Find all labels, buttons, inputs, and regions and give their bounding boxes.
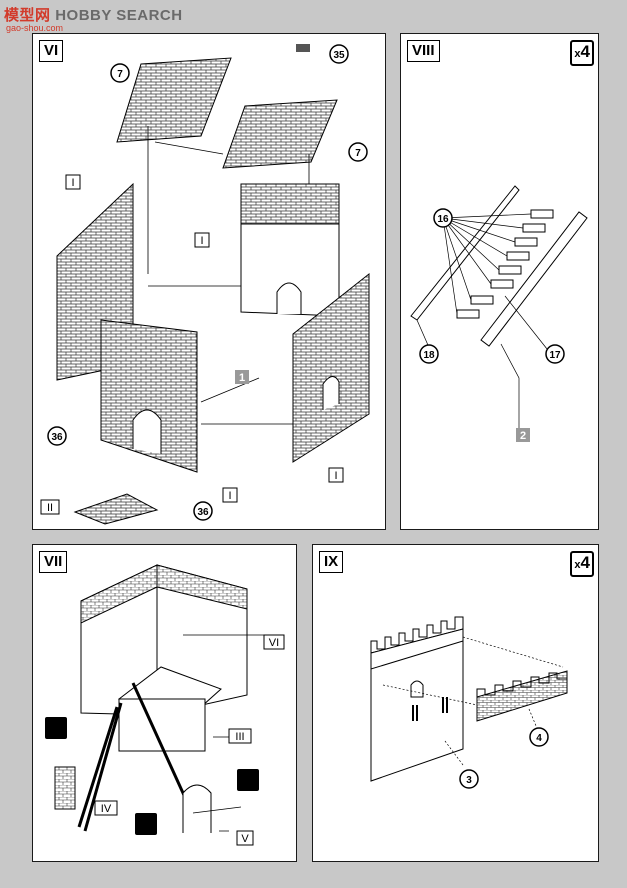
part-label-ii: II [40,499,60,515]
glue-icon-1 [45,717,67,739]
drawbridge [73,493,159,525]
callout-16: 16 [433,208,453,228]
part-label-i-a: I [65,174,81,190]
quantity-badge-viii: x4 [570,40,594,66]
sprue-label-2: 2 [516,428,530,442]
ladder-rungs [456,209,554,319]
step-label-viii: VIII [407,40,440,62]
step-label-vi: VI [39,40,64,62]
watermark: 模型网 HOBBY SEARCH [4,7,183,24]
svg-text:II: II [47,502,53,514]
svg-text:36: 36 [51,432,63,443]
svg-text:I: I [200,235,203,247]
interior-wall-panel [118,698,206,752]
panel-vii: VII VI III IV V [32,544,297,862]
glue-icon-2 [237,769,259,791]
svg-text:7: 7 [355,148,361,159]
callout-18: 18 [419,344,439,364]
sprue-label-1: 1 [235,370,249,384]
step-label-ix: IX [319,551,344,573]
svg-text:16: 16 [437,214,449,225]
svg-text:4: 4 [536,733,542,744]
svg-text:17: 17 [549,350,561,361]
svg-text:3: 3 [466,775,472,786]
roof-panel-right [222,99,338,169]
panel-ix: IX x4 4 3 [312,544,599,862]
svg-text:36: 36 [197,507,209,518]
watermark-url: gao-shou.com [6,23,64,33]
part-label-vi: VI [263,634,285,650]
wall-front [100,319,198,473]
roof-panel-left [116,57,232,143]
svg-text:I: I [334,470,337,482]
quantity-badge-ix: x4 [570,551,594,577]
castle-tower-assembly-diagram: 7 35 7 36 36 I I I I II 1 [40,44,370,525]
svg-text:2: 2 [520,430,526,442]
svg-text:1: 1 [239,372,245,384]
svg-text:VI: VI [269,637,279,649]
part-label-iv: IV [94,800,118,816]
wall-battlement-assembly-diagram: 4 3 [370,616,568,789]
part-label-i-d: I [328,467,344,483]
svg-text:7: 7 [117,69,123,80]
part-label-iii: III [228,728,252,744]
wall-right [292,272,370,463]
battlement-strip-4 [476,670,568,722]
callout-17: 17 [545,344,565,364]
svg-text:18: 18 [423,350,435,361]
callout-3: 3 [459,769,479,789]
small-part-35 [296,44,310,52]
part-label-i-b: I [194,232,210,248]
callout-36-b: 36 [193,501,213,521]
ladder-assembly-diagram: 16 18 17 2 [410,185,588,442]
svg-text:IV: IV [101,803,112,815]
part-label-v: V [236,830,254,846]
callout-35: 35 [329,44,349,64]
svg-text:III: III [235,731,244,743]
part-label-i-c: I [222,487,238,503]
svg-text:I: I [71,177,74,189]
ladder-rail-18 [410,185,520,321]
step-label-vii: VII [39,551,68,573]
panel-viii: VIII x4 16 18 17 2 [400,33,599,530]
callout-4: 4 [529,727,549,747]
callout-7-a: 7 [110,63,130,83]
glue-icon-3 [135,813,157,835]
svg-text:I: I [228,490,231,502]
svg-text:35: 35 [333,50,345,61]
tower-interior-assembly-diagram: VI III IV V [45,564,285,846]
svg-text:V: V [241,833,249,845]
panel-vi: VI 7 35 7 36 36 I [32,33,386,530]
ladder-rail-17 [480,211,588,347]
callout-7-b: 7 [348,142,368,162]
grate-iv [54,766,76,810]
callout-36-a: 36 [47,426,67,446]
